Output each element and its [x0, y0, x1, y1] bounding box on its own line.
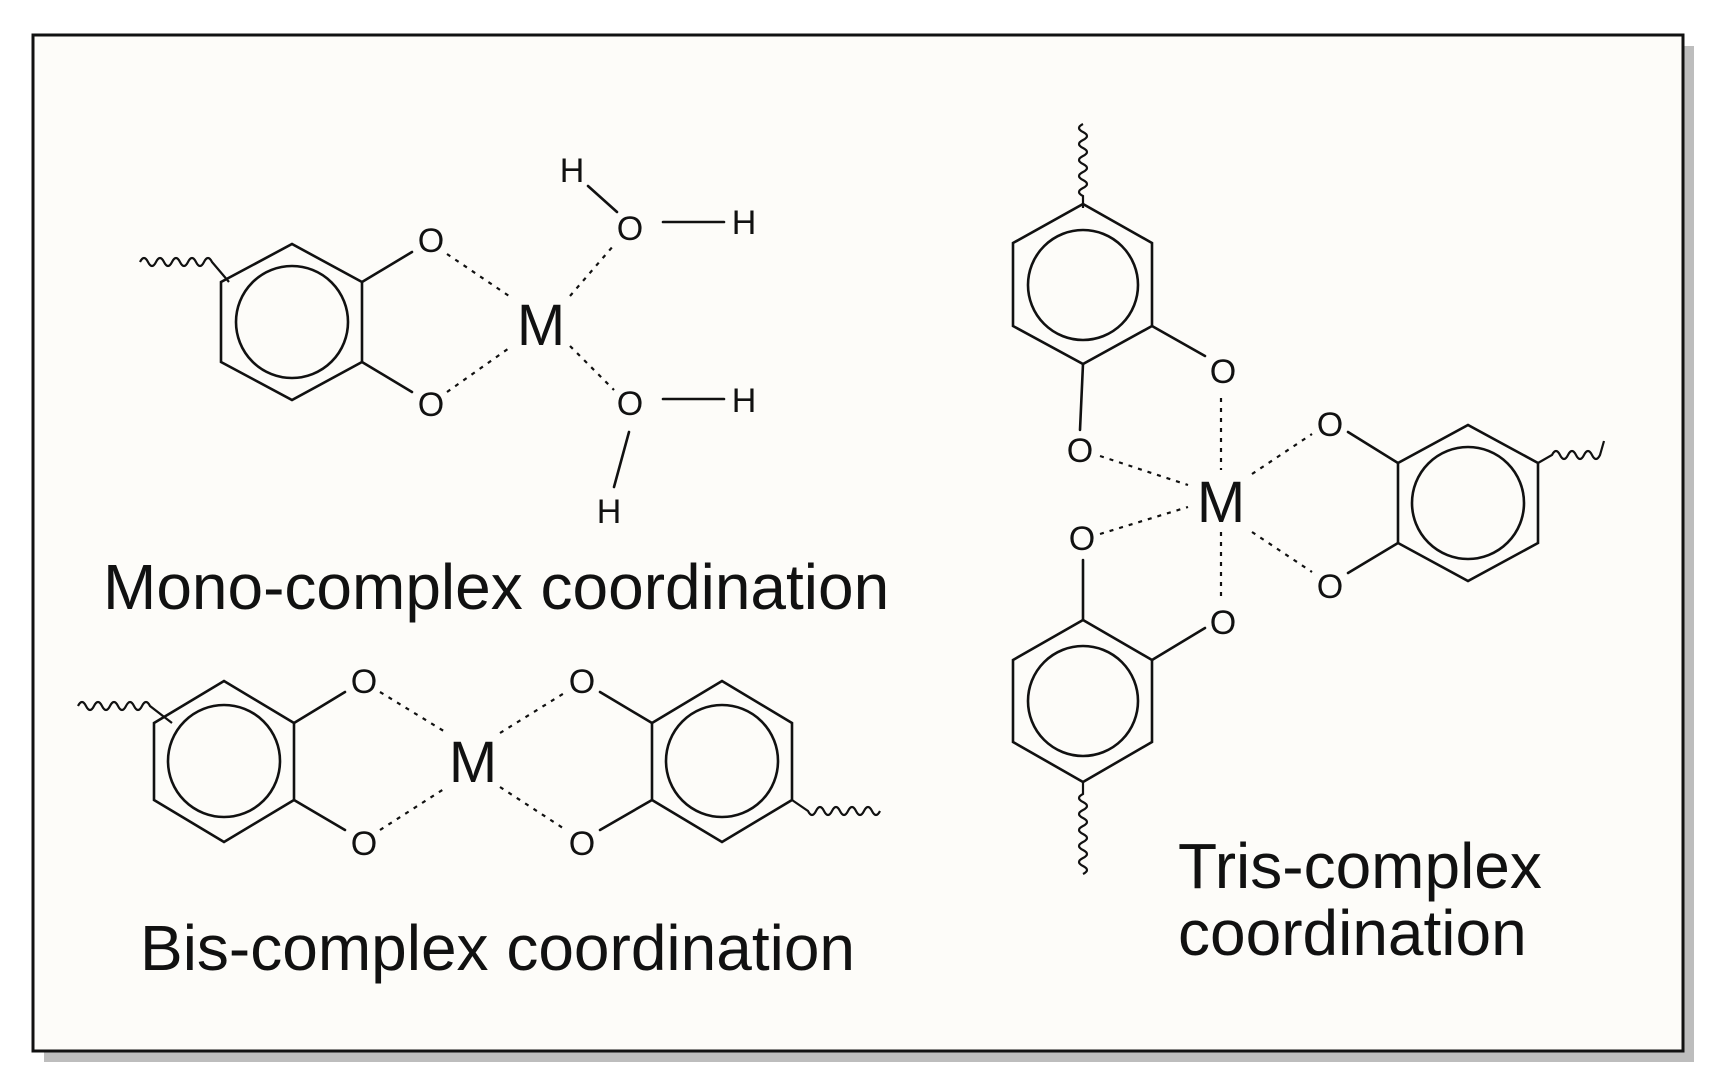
tris-right-aromatic-circle — [1410, 445, 1526, 561]
bis-dash-o2-m — [379, 786, 448, 831]
bis-left-wavy-bond — [77, 700, 173, 724]
mono-water1-h-right: H — [732, 204, 757, 242]
tris-oxygen-top-left: O — [1067, 432, 1093, 470]
mono-water2-h-bottom: H — [597, 493, 622, 531]
mono-dash-m-w1 — [569, 244, 615, 297]
bis-left-aromatic-circle — [166, 703, 282, 819]
bis-left-co-bond-bottom — [292, 798, 347, 832]
tris-caption-line1: Tris-complex — [1178, 830, 1542, 902]
tris-oxygen-bottom-right: O — [1210, 604, 1236, 642]
bis-dash-o1-m — [379, 691, 448, 734]
tris-dash-o-right-top — [1251, 433, 1313, 475]
mono-water1-oxygen: O — [617, 210, 643, 248]
tris-oxygen-top-right: O — [1210, 353, 1236, 391]
tris-right-benzene-ring — [1396, 423, 1540, 583]
tris-bottom-co-bond-right — [1150, 626, 1207, 662]
bis-right-oxygen-bottom: O — [569, 825, 595, 863]
tris-right-wavy-bond — [1537, 440, 1606, 464]
mono-water2-bond-h2 — [612, 430, 631, 489]
tris-dash-o-right-bottom — [1251, 531, 1313, 573]
bis-dash-m-o3 — [499, 691, 567, 734]
tris-top-wavy-bond — [1077, 123, 1089, 208]
bis-right-oxygen-top: O — [569, 663, 595, 701]
mono-water1-bond-h1 — [586, 184, 619, 214]
bis-right-aromatic-circle — [664, 703, 780, 819]
mono-water2-oxygen: O — [617, 385, 643, 423]
mono-wavy-bond — [139, 256, 230, 283]
mono-dash-o1-m — [446, 253, 513, 299]
mono-dash-m-w2 — [569, 345, 615, 391]
bis-caption: Bis-complex coordination — [140, 912, 855, 984]
mono-complex: O O M O H H O H H Mono-complex coordinat… — [103, 152, 889, 623]
mono-dash-o2-m — [446, 345, 513, 393]
bis-dash-m-o4 — [499, 786, 567, 831]
bis-left-oxygen-top: O — [351, 663, 377, 701]
bis-right-co-bond-bottom — [598, 798, 654, 832]
tris-oxygen-bottom-left: O — [1069, 520, 1095, 558]
mono-aromatic-circle — [234, 264, 350, 380]
mono-metal: M — [517, 293, 565, 358]
tris-bottom-wavy-bond — [1077, 782, 1089, 875]
tris-top-co-bond-left — [1078, 362, 1085, 432]
tris-bottom-aromatic-circle — [1026, 644, 1140, 758]
mono-caption: Mono-complex coordination — [103, 551, 889, 623]
tris-right-co-bond-top — [1346, 430, 1400, 465]
bis-complex: O O M O O Bis-complex coordination — [77, 663, 881, 984]
bis-metal: M — [449, 730, 497, 795]
tris-top-co-bond-right — [1150, 324, 1207, 358]
tris-oxygen-right-top: O — [1317, 406, 1343, 444]
mono-oxygen-top: O — [418, 222, 444, 260]
bis-right-co-bond-top — [598, 690, 654, 725]
bis-right-wavy-bond — [791, 799, 881, 817]
tris-metal: M — [1197, 470, 1245, 535]
mono-co-bond-top — [360, 250, 414, 284]
mono-oxygen-bottom: O — [418, 386, 444, 424]
tris-right-co-bond-bottom — [1346, 541, 1400, 575]
mono-water1-h-top: H — [560, 152, 585, 190]
bis-left-oxygen-bottom: O — [351, 825, 377, 863]
tris-oxygen-right-bottom: O — [1317, 568, 1343, 606]
tris-complex: O O M O O O O Tris-complex coordination — [1011, 123, 1606, 969]
mono-co-bond-bottom — [360, 360, 414, 394]
mono-water2-h-right: H — [732, 382, 757, 420]
tris-top-aromatic-circle — [1026, 228, 1140, 342]
bis-left-co-bond-top — [292, 690, 347, 725]
tris-caption-line2: coordination — [1178, 897, 1527, 969]
frame — [31, 33, 1685, 1053]
